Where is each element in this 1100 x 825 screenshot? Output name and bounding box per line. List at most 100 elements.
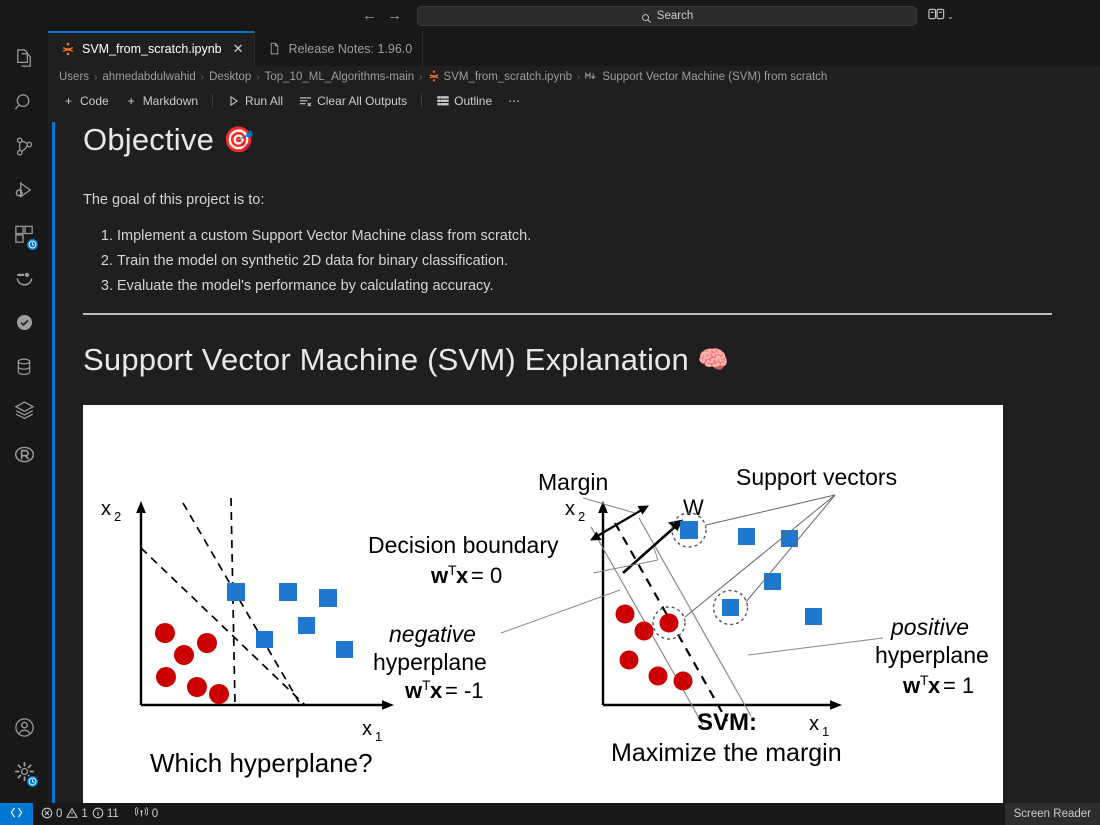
warnings-status: 1 xyxy=(66,807,88,822)
svg-text:1: 1 xyxy=(822,724,829,739)
search-icon xyxy=(641,11,652,23)
sidebar-item-r-extension[interactable] xyxy=(0,435,48,479)
editor-area: SVM_from_scratch.ipynb ✕ Release Notes: … xyxy=(48,31,1100,804)
svg-text:2: 2 xyxy=(578,509,585,524)
breadcrumb: Users › ahmedabdulwahid › Desktop › Top_… xyxy=(48,66,1100,88)
activity-bar xyxy=(0,31,48,804)
breadcrumb-label: SVM_from_scratch.ipynb xyxy=(443,71,572,83)
errors-count: 0 xyxy=(56,808,63,820)
svg-text:x: x xyxy=(456,563,469,588)
layout-panel-icon xyxy=(928,7,945,26)
breadcrumb-label: ahmedabdulwahid xyxy=(102,71,196,83)
outline-button[interactable]: Outline xyxy=(428,91,500,111)
editor-vertical-scrollbar[interactable] xyxy=(1090,114,1100,804)
extensions-icon xyxy=(13,223,36,251)
info-icon xyxy=(92,807,104,822)
weight-vector-label: W xyxy=(683,495,704,520)
layout-controls[interactable]: ⌄ xyxy=(928,6,954,26)
status-bar: 0 1 11 xyxy=(0,803,1100,825)
negative-hyperplane-label: hyperplane xyxy=(373,649,487,675)
sidebar-item-layers[interactable] xyxy=(0,391,48,435)
close-icon[interactable]: ✕ xyxy=(232,40,244,56)
list-item: Train the model on synthetic 2D data for… xyxy=(117,253,1052,269)
sidebar-item-source-control[interactable] xyxy=(0,127,48,171)
svg-text:x: x xyxy=(565,498,575,520)
breadcrumb-item-desktop[interactable]: Desktop xyxy=(209,71,251,83)
svg-text:= -1: = -1 xyxy=(445,678,484,703)
brain-emoji-icon: 🧠 xyxy=(697,345,730,374)
positive-hyperplane-label: hyperplane xyxy=(875,642,989,668)
sidebar-item-check-circle[interactable] xyxy=(0,303,48,347)
svg-text:x: x xyxy=(430,678,443,703)
breadcrumb-label: Desktop xyxy=(209,71,252,83)
svg-text:x: x xyxy=(101,498,111,520)
plus-icon: + xyxy=(64,94,72,108)
jupyter-icon xyxy=(60,41,75,56)
add-markdown-cell-button[interactable]: + Markdown xyxy=(117,91,206,111)
search-placeholder-label: Search xyxy=(656,10,694,22)
clear-all-outputs-label: Clear All Outputs xyxy=(317,94,408,108)
sidebar-item-explorer[interactable] xyxy=(0,39,48,83)
back-icon[interactable]: ← xyxy=(362,7,377,24)
remote-window-icon xyxy=(10,806,23,822)
svg-text:= 0: = 0 xyxy=(471,563,502,588)
sidebar-item-run-and-debug[interactable] xyxy=(0,171,48,215)
clock-badge-icon xyxy=(26,238,39,251)
warnings-count: 1 xyxy=(81,808,88,820)
activity-bar-bottom xyxy=(0,708,48,796)
sidebar-item-smiley[interactable] xyxy=(0,259,48,303)
breadcrumb-label: Top_10_ML_Algorithms-main xyxy=(264,71,415,83)
layers-icon xyxy=(13,399,36,427)
account-icon xyxy=(13,716,36,744)
breadcrumb-item-notebook[interactable]: SVM_from_scratch.ipynb xyxy=(428,70,572,85)
add-code-cell-button[interactable]: + Code xyxy=(54,91,117,111)
svm-heading-text: Support Vector Machine (SVM) Explanation xyxy=(83,342,689,377)
problems-status[interactable]: 0 1 11 xyxy=(33,803,127,825)
sidebar-item-accounts[interactable] xyxy=(0,708,48,752)
sidebar-item-manage[interactable] xyxy=(0,752,48,796)
breadcrumb-label: Users xyxy=(59,71,90,83)
remote-window-button[interactable] xyxy=(0,803,33,825)
command-center-search[interactable]: Search xyxy=(417,6,917,26)
svg-text:x: x xyxy=(809,713,819,735)
run-all-button[interactable]: Run All xyxy=(219,91,291,111)
right-panel-caption-bold: SVM: xyxy=(697,709,757,736)
clear-outputs-icon xyxy=(299,95,312,108)
svg-text:T: T xyxy=(422,677,431,693)
negative-hyperplane-label-italic: negative xyxy=(389,621,476,647)
objective-heading-text: Objective xyxy=(83,122,215,157)
more-actions-button[interactable]: ⋯ xyxy=(508,94,522,108)
ports-status[interactable]: 0 xyxy=(127,803,166,825)
title-bar: ← → Search ⌄ xyxy=(0,0,1100,31)
warning-icon xyxy=(66,807,79,822)
breadcrumb-item-user[interactable]: ahmedabdulwahid xyxy=(102,71,195,83)
markdown-cell-active[interactable]: Objective 🎯 The goal of this project is … xyxy=(48,122,1100,804)
cell-content: Objective 🎯 The goal of this project is … xyxy=(48,122,1100,804)
tab-release-notes[interactable]: Release Notes: 1.96.0 xyxy=(255,31,424,66)
cell-focus-indicator xyxy=(52,122,55,804)
screen-reader-status[interactable]: Screen Reader xyxy=(1004,803,1100,825)
check-circle-icon xyxy=(14,312,35,338)
breadcrumb-separator: › xyxy=(419,71,423,83)
files-icon xyxy=(13,47,36,75)
toolbar-divider xyxy=(421,94,423,108)
sidebar-item-search[interactable] xyxy=(0,83,48,127)
notebook-body: Objective 🎯 The goal of this project is … xyxy=(48,114,1100,804)
notebook-toolbar: + Code + Markdown Run All xyxy=(48,88,1100,114)
breadcrumb-item-folder[interactable]: Top_10_ML_Algorithms-main xyxy=(265,71,415,83)
breadcrumb-separator: › xyxy=(577,71,581,83)
forward-icon[interactable]: → xyxy=(387,7,402,24)
svm-diagram-image: x 2 x 1 xyxy=(83,405,1003,804)
info-status: 11 xyxy=(92,807,119,822)
sidebar-item-extensions[interactable] xyxy=(0,215,48,259)
plus-icon: + xyxy=(127,94,135,108)
clear-all-outputs-button[interactable]: Clear All Outputs xyxy=(291,91,415,111)
svg-text:1: 1 xyxy=(375,729,382,744)
sidebar-item-database[interactable] xyxy=(0,347,48,391)
tab-label: Release Notes: 1.96.0 xyxy=(288,41,413,56)
breadcrumb-item-cell[interactable]: Support Vector Machine (SVM) from scratc… xyxy=(585,71,827,84)
dart-emoji-icon: 🎯 xyxy=(223,125,255,154)
tab-svm-notebook[interactable]: SVM_from_scratch.ipynb ✕ xyxy=(48,31,255,66)
breadcrumb-item-users[interactable]: Users xyxy=(59,71,89,83)
